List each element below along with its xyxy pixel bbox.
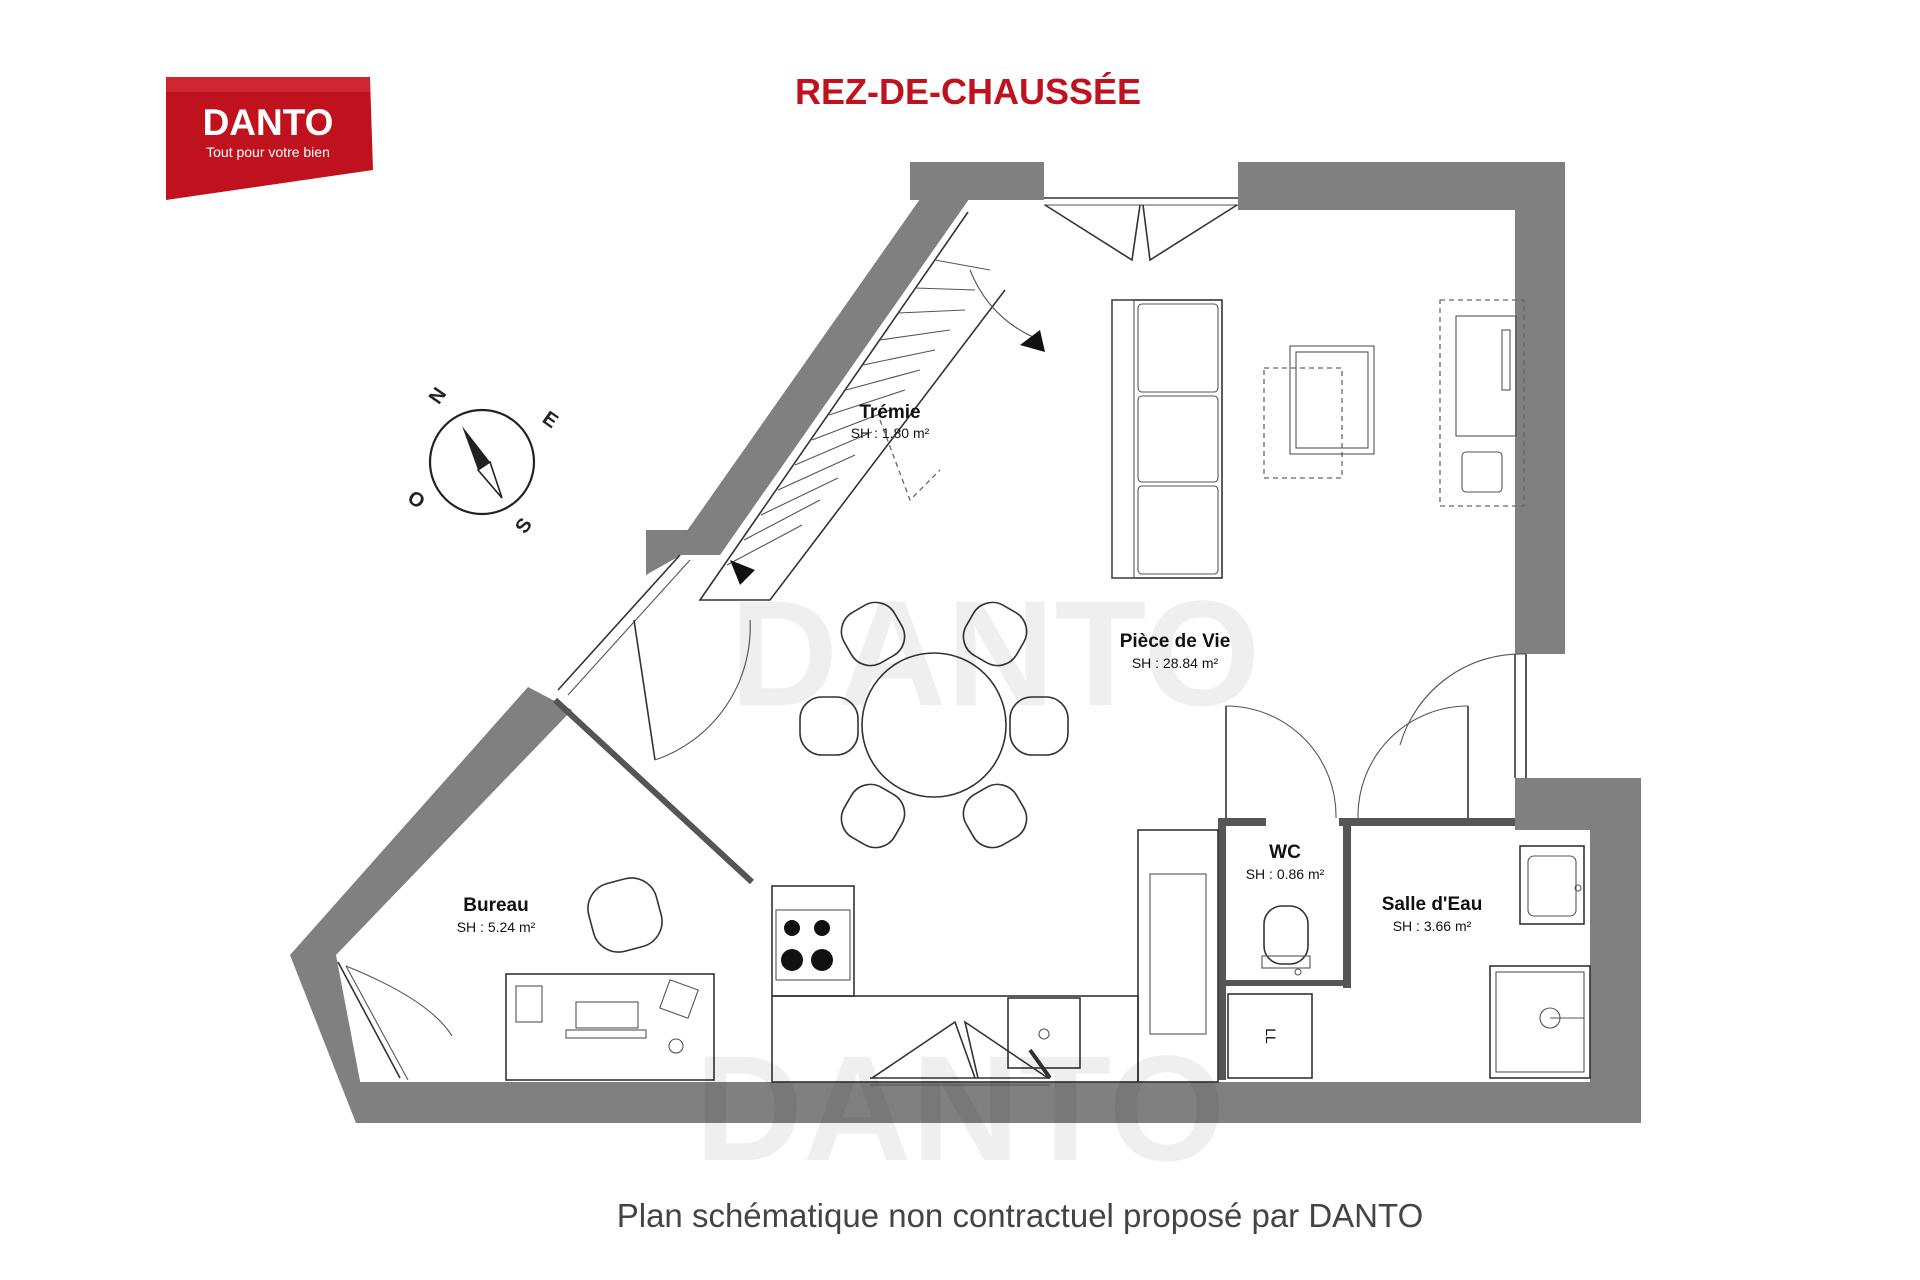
compass-east: E <box>538 407 562 433</box>
compass-west: O <box>403 487 428 514</box>
room-name-tremie: Trémie <box>859 402 920 423</box>
staircase <box>698 211 1045 601</box>
room-area-wc: SH : 0.86 m² <box>1246 866 1325 882</box>
laundry-label: LL <box>1263 1028 1279 1044</box>
kitchen <box>771 829 1219 1083</box>
compass-needle-south-icon <box>476 460 503 499</box>
room-area-bureau: SH : 5.24 m² <box>457 919 536 935</box>
room-labels: Trémie SH : 1.80 m² Pièce de Vie SH : 28… <box>457 402 1483 935</box>
room-area-piece-de-vie: SH : 28.84 m² <box>1132 655 1219 671</box>
dining-set <box>799 601 1069 849</box>
bathroom-fixtures <box>1489 845 1591 1079</box>
logo-tagline: Tout pour votre bien <box>206 144 330 160</box>
wc-fixtures <box>1227 905 1313 1079</box>
logo-name: DANTO <box>203 102 334 143</box>
walls <box>290 162 1641 1123</box>
room-name-piece-de-vie: Pièce de Vie <box>1120 631 1231 652</box>
coffee-table <box>1263 345 1375 479</box>
tv-unit <box>1439 299 1525 507</box>
compass-north: N <box>425 384 451 408</box>
sofa <box>1111 299 1223 579</box>
room-area-tremie: SH : 1.80 m² <box>851 425 930 441</box>
compass-south: S <box>511 514 537 538</box>
compass-rose: N E S O <box>403 384 561 538</box>
page-title: REZ-DE-CHAUSSÉE <box>795 71 1141 112</box>
compass-needle-north-icon <box>462 426 490 470</box>
windows <box>337 197 1527 1086</box>
room-name-bureau: Bureau <box>463 895 528 916</box>
watermark-lower: DANTO <box>695 1024 1226 1192</box>
room-name-salle-eau: Salle d'Eau <box>1382 894 1483 915</box>
watermark-upper: DANTO <box>730 569 1261 737</box>
room-name-wc: WC <box>1269 842 1301 863</box>
bureau-furniture <box>505 877 715 1081</box>
room-area-salle-eau: SH : 3.66 m² <box>1393 918 1472 934</box>
footer-disclaimer: Plan schématique non contractuel proposé… <box>617 1197 1424 1234</box>
doors <box>633 619 1527 819</box>
danto-logo: DANTO Tout pour votre bien <box>166 77 373 200</box>
